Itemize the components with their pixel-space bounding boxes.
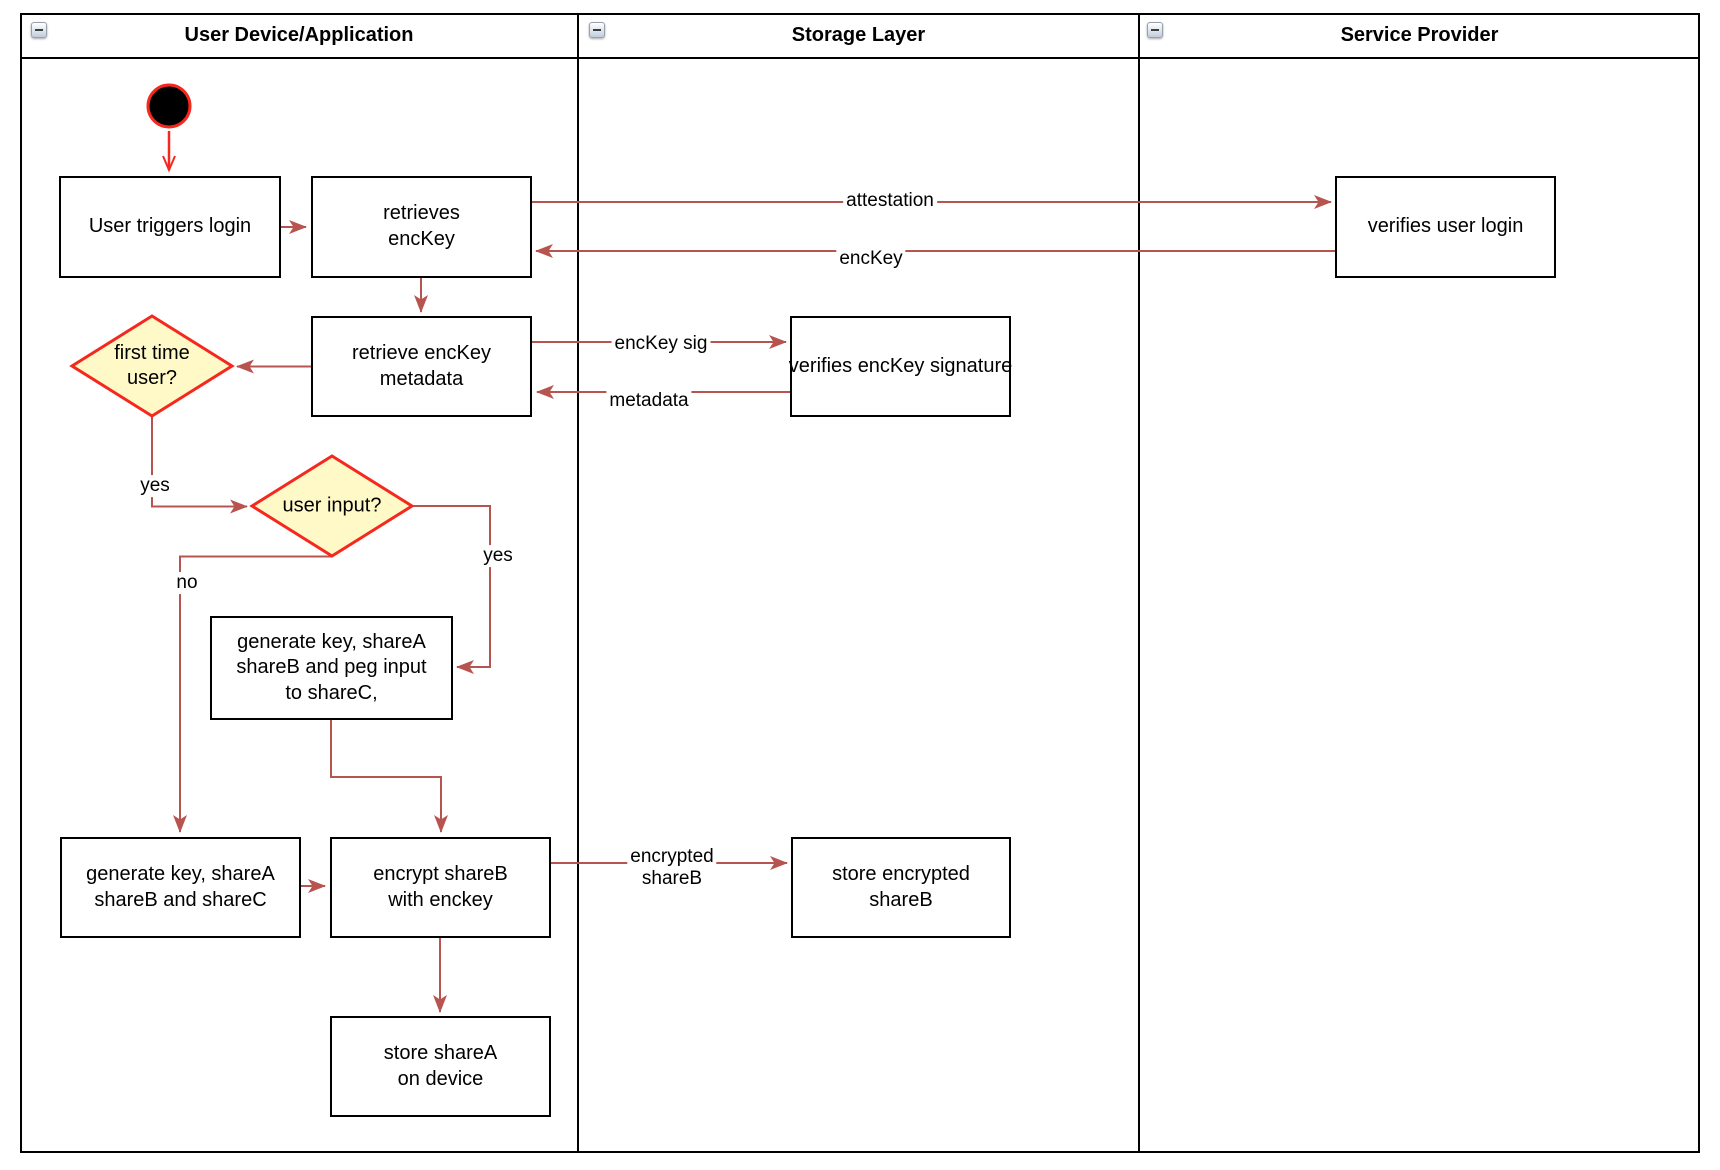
minus-icon <box>35 29 43 31</box>
activity-verifies-user-login[interactable]: verifies user login <box>1335 176 1556 278</box>
minus-icon <box>1151 29 1159 31</box>
minus-icon <box>593 29 601 31</box>
activity-encrypt-shareb[interactable]: encrypt shareB with enckey <box>330 837 551 938</box>
decision-label-first-time-user: first time user? <box>114 342 190 389</box>
edge-label-no[interactable]: no <box>173 572 201 594</box>
lane-header-divider <box>20 57 1700 59</box>
collapse-minus-icon[interactable] <box>1147 22 1163 38</box>
edge-label-enckey[interactable]: encKey <box>836 248 906 270</box>
edge-yes-first-time[interactable] <box>151 416 248 514</box>
edge-label-yes-user-input[interactable]: yes <box>480 545 516 567</box>
decision-user-input[interactable] <box>249 454 415 558</box>
activity-retrieves-enckey[interactable]: retrieves encKey <box>311 176 532 278</box>
collapse-minus-icon[interactable] <box>589 22 605 38</box>
collapse-minus-icon[interactable] <box>31 22 47 38</box>
activity-generate-key-peg-input[interactable]: generate key, shareA shareB and peg inpu… <box>210 616 453 720</box>
lane-title-user-device[interactable]: User Device/Application <box>184 24 414 46</box>
decision-label-user-input: user input? <box>282 494 382 517</box>
activity-user-triggers-login[interactable]: User triggers login <box>59 176 281 278</box>
edge-no-user-input[interactable] <box>173 555 332 833</box>
edge-label-yes-first-time[interactable]: yes <box>137 475 173 497</box>
edge-peg-to-encrypt[interactable] <box>330 719 448 833</box>
edge-label-encrypted-shareb[interactable]: encrypted shareB <box>627 846 717 890</box>
decision-first-time-user[interactable] <box>69 314 235 418</box>
lane-separator-2 <box>1138 13 1140 1153</box>
edge-yes-user-input[interactable] <box>412 505 491 674</box>
activity-store-encrypted-shareb[interactable]: store encrypted shareB <box>791 837 1011 938</box>
edge-label-enckey-sig[interactable]: encKey sig <box>611 333 711 355</box>
edge-label-attestation[interactable]: attestation <box>843 190 937 212</box>
activity-store-sharea-on-device[interactable]: store shareA on device <box>330 1016 551 1117</box>
lane-separator-1 <box>577 13 579 1153</box>
lane-title-service-provider[interactable]: Service Provider <box>1340 24 1499 46</box>
lane-title-storage-layer[interactable]: Storage Layer <box>791 24 926 46</box>
activity-retrieve-enckey-metadata[interactable]: retrieve encKey metadata <box>311 316 532 417</box>
activity-generate-key-sharec[interactable]: generate key, shareA shareB and shareC <box>60 837 301 938</box>
edge-label-metadata[interactable]: metadata <box>606 390 692 412</box>
activity-verifies-enckey-signature[interactable]: verifies encKey signature <box>789 316 1012 417</box>
initial-node[interactable] <box>146 83 192 129</box>
